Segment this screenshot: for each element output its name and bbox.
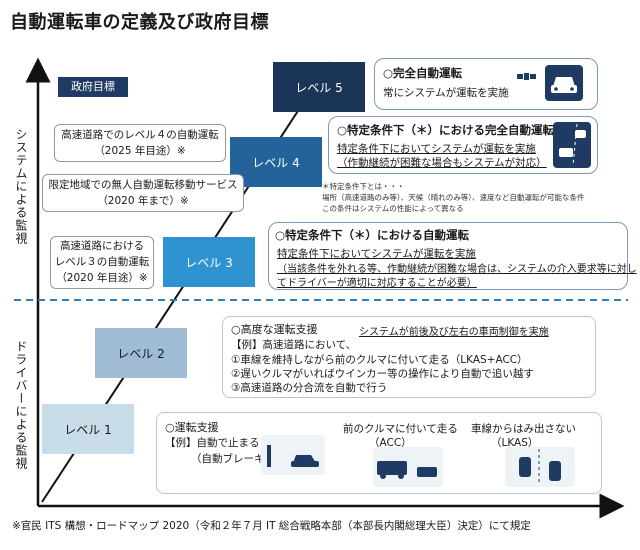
level-2-right-text: システムが前後及び左右の車両制御を実施: [359, 327, 549, 338]
level-1-example: 【例】自動で止まる: [165, 437, 260, 449]
acc-abbrev: （ACC）: [369, 437, 412, 449]
level-1-description: ○運転支援 【例】自動で止まる （自動ブレーキ） 前のクルマに付いて走る （AC…: [156, 412, 602, 494]
footnote: ※官民 ITS 構想・ロードマップ 2020（令和２年７月 IT 総合戦略本部（…: [12, 520, 531, 532]
gov-goal-l4-unmanned: 限定地域での無人自動運転移動サービス （2020 年まで）※: [42, 174, 244, 212]
lkas-car-icon: [505, 447, 575, 487]
level-1-heading: ○運転支援: [165, 421, 219, 434]
level-2-heading: ○高度な運転支援: [231, 323, 318, 336]
gov-goal-l4-highway: 高速道路でのレベル４の自動運転 （2025 年目途）※: [54, 124, 226, 162]
level-5-description: ○完全自動運転 常にシステムが運転を実施: [374, 58, 598, 110]
gov-goal-l4-highway-line2: （2025 年目途）※: [94, 145, 186, 157]
gov-goal-l3-highway-line2: レベル３の自動運転: [54, 256, 150, 268]
level-4-description: ○特定条件下（＊）における完全自動運転 特定条件下においてシステムが運転を実施 …: [328, 116, 598, 174]
lkas-label: 車線からはみ出さない: [471, 423, 576, 435]
level-3-body2: （当該条件を外れる等、作動継続が困難な場合は、システムの介入要求等に対し: [277, 264, 637, 275]
level-3-box: レベル 3: [163, 237, 255, 287]
gov-goal-l3-highway-line3: （2020 年目途）※: [56, 272, 148, 284]
level-2-box: レベル 2: [95, 328, 187, 378]
level-2-example: 【例】高速道路において、: [231, 339, 357, 351]
driver-monitoring-label: ドライバーによる監視: [14, 340, 28, 470]
level-5-heading: ○完全自動運転: [383, 66, 463, 80]
auto-brake-icon: [261, 435, 325, 475]
gov-goal-l3-highway-line1: 高速道路における: [60, 240, 144, 252]
level-5-body: 常にシステムが運転を実施: [383, 87, 509, 99]
level-3-heading: ○特定条件下（＊）における自動運転: [275, 228, 470, 242]
level-2-item-3: ③高速道路の分合流を自動で行う: [231, 382, 388, 394]
gov-goal-l4-unmanned-line2: （2020 年まで）※: [97, 195, 189, 207]
condition-note-line1: ＊特定条件下とは・・・: [322, 182, 405, 191]
level-4-body1: 特定条件下においてシステムが運転を実施: [337, 143, 536, 155]
condition-note-line3: この条件はシステムの性能によって異なる: [322, 204, 464, 213]
level-3-body1: 特定条件下においてシステムが運転を実施: [277, 248, 476, 260]
level-2-description: ○高度な運転支援 システムが前後及び左右の車両制御を実施 【例】高速道路において…: [222, 316, 596, 398]
page-title: 自動運転車の定義及び政府目標: [10, 12, 269, 33]
level-5-box: レベル 5: [273, 62, 365, 112]
road-cars-icon: [553, 122, 591, 168]
level-4-heading: ○特定条件下（＊）における完全自動運転: [337, 123, 555, 137]
level-1-box: レベル 1: [42, 404, 134, 454]
level-3-description: ○特定条件下（＊）における自動運転 特定条件下においてシステムが運転を実施 （当…: [268, 222, 637, 290]
gov-goal-l4-unmanned-line1: 限定地域での無人自動運転移動サービス: [48, 179, 238, 191]
level-4-body2: （作動継続が困難な場合もシステムが対応）: [337, 157, 547, 169]
gov-goal-l3-highway: 高速道路における レベル３の自動運転 （2020 年目途）※: [50, 236, 154, 289]
level-2-item-2: ②遅いクルマがいればウインカー等の操作により自動で追い越す: [231, 368, 534, 380]
satellite-icon: [517, 69, 536, 81]
level-3-body3: てドライバーが適切に対応することが必要）: [277, 278, 477, 289]
gov-target-tag: 政府目標: [58, 77, 128, 97]
acc-label: 前のクルマに付いて走る: [343, 423, 458, 435]
system-monitoring-label: システムによる監視: [14, 128, 28, 245]
level-1-example2: （自動ブレーキ）: [191, 453, 275, 465]
condition-note-line2: 場所（高速道路のみ等）、天候（晴れのみ等）、速度など自動運転が可能な条件: [322, 193, 585, 202]
level-4-box: レベル 4: [230, 137, 322, 187]
car-front-icon: [545, 65, 583, 101]
gov-goal-l4-highway-line1: 高速道路でのレベル４の自動運転: [61, 129, 219, 141]
lkas-abbrev: （LKAS）: [491, 437, 539, 449]
level-2-item-1: ①車線を維持しながら前のクルマに付いて走る（LKAS+ACC）: [231, 354, 528, 366]
acc-car-icon: [373, 447, 443, 487]
